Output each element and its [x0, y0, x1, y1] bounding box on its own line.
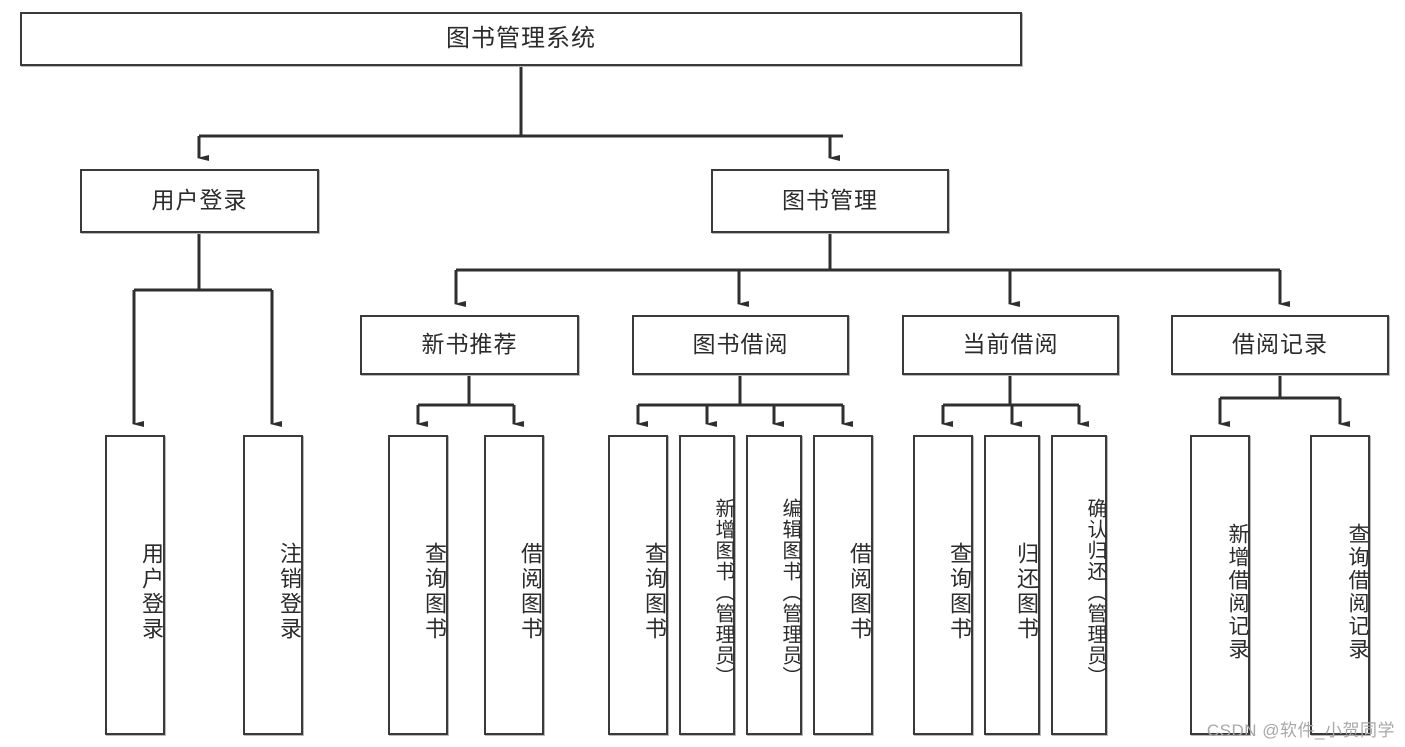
node-book-management-label: 图书管理 — [782, 187, 878, 214]
leaf-borrow-book-label: 借阅图书 — [847, 542, 872, 642]
leaf-query-borrow-record[interactable]: 查询借阅记录 — [1310, 435, 1370, 735]
leaf-return-book[interactable]: 归还图书 — [984, 435, 1040, 735]
leaf-logout[interactable]: 注销登录 — [243, 435, 303, 735]
node-root-label: 图书管理系统 — [446, 24, 596, 52]
node-new-book-recommend-label: 新书推荐 — [421, 331, 518, 358]
leaf-borrow-book-newbook-label: 借阅图书 — [518, 542, 543, 642]
leaf-add-borrow-record[interactable]: 新增借阅记录 — [1190, 435, 1250, 735]
leaf-query-book-borrow-label: 查询图书 — [642, 542, 667, 642]
leaf-query-book-newbook[interactable]: 查询图书 — [388, 435, 448, 735]
node-borrow-record[interactable]: 借阅记录 — [1171, 315, 1389, 375]
watermark: CSDN @软件_小贺同学 — [1206, 721, 1395, 740]
node-current-borrow-label: 当前借阅 — [962, 331, 1059, 358]
node-book-management[interactable]: 图书管理 — [711, 169, 949, 233]
leaf-user-login[interactable]: 用户登录 — [105, 435, 165, 735]
leaf-confirm-return-admin[interactable]: 确认归还（管理员） — [1051, 435, 1107, 735]
leaf-add-book-admin[interactable]: 新增图书（管理员） — [679, 435, 735, 735]
leaf-add-book-admin-label: 新增图书（管理员） — [712, 497, 734, 687]
node-book-borrow-label: 图书借阅 — [692, 331, 789, 358]
leaf-borrow-book-newbook[interactable]: 借阅图书 — [484, 435, 544, 735]
leaf-query-borrow-record-label: 查询借阅记录 — [1346, 523, 1369, 661]
leaf-query-book-current[interactable]: 查询图书 — [913, 435, 973, 735]
leaf-query-book-current-label: 查询图书 — [947, 542, 972, 642]
leaf-user-login-label: 用户登录 — [139, 542, 164, 642]
leaf-borrow-book[interactable]: 借阅图书 — [813, 435, 873, 735]
node-root[interactable]: 图书管理系统 — [20, 12, 1022, 66]
node-current-borrow[interactable]: 当前借阅 — [902, 315, 1119, 375]
node-new-book-recommend[interactable]: 新书推荐 — [360, 315, 579, 375]
leaf-edit-book-admin-label: 编辑图书（管理员） — [779, 497, 801, 687]
leaf-logout-label: 注销登录 — [277, 542, 302, 642]
leaf-confirm-return-admin-label: 确认归还（管理员） — [1084, 497, 1106, 687]
node-user-login[interactable]: 用户登录 — [80, 169, 319, 233]
leaf-add-borrow-record-label: 新增借阅记录 — [1226, 523, 1249, 661]
leaf-query-book-newbook-label: 查询图书 — [422, 542, 447, 642]
node-user-login-label: 用户登录 — [151, 187, 248, 214]
node-book-borrow[interactable]: 图书借阅 — [632, 315, 849, 375]
leaf-return-book-label: 归还图书 — [1014, 542, 1039, 642]
leaf-edit-book-admin[interactable]: 编辑图书（管理员） — [746, 435, 802, 735]
leaf-query-book-borrow[interactable]: 查询图书 — [608, 435, 668, 735]
node-borrow-record-label: 借阅记录 — [1232, 331, 1328, 358]
